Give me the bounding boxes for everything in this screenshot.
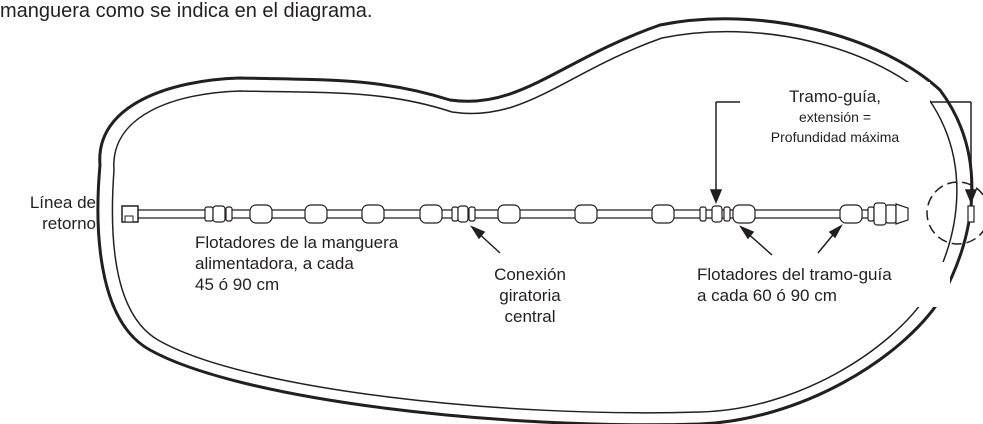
hose-end <box>967 205 975 223</box>
pool-outline-inner <box>111 30 958 414</box>
label-center-swivel: Conexión giratoria central <box>494 265 566 326</box>
label-feed-hose-floats: Flotadores de la manguera alimentadora, … <box>195 233 399 294</box>
label-return-line: Línea de retorno <box>29 193 96 233</box>
outline-gap-tramo <box>735 82 930 152</box>
lead-hose-connector <box>699 205 731 223</box>
tramo-guia-bracket <box>709 101 978 204</box>
intro-text: manguera como se indica en el diagrama. <box>0 0 373 22</box>
hose <box>121 202 975 226</box>
pointer-arrows <box>470 224 843 256</box>
pool-outline-outer <box>96 17 974 424</box>
label-lead-hose: Tramo-guía, extensión = Profundidad máxi… <box>770 87 900 145</box>
label-lead-hose-floats: Flotadores del tramo-guía a cada 60 ó 90… <box>697 265 892 305</box>
center-swivel <box>451 205 476 223</box>
hose-end-detail-circle <box>926 181 983 245</box>
lead-hose-floats <box>732 204 863 224</box>
end-fitting <box>867 202 909 226</box>
feed-hose-floats <box>204 204 443 224</box>
mid-floats <box>497 204 675 224</box>
outline-gap-flotadores <box>690 262 950 307</box>
